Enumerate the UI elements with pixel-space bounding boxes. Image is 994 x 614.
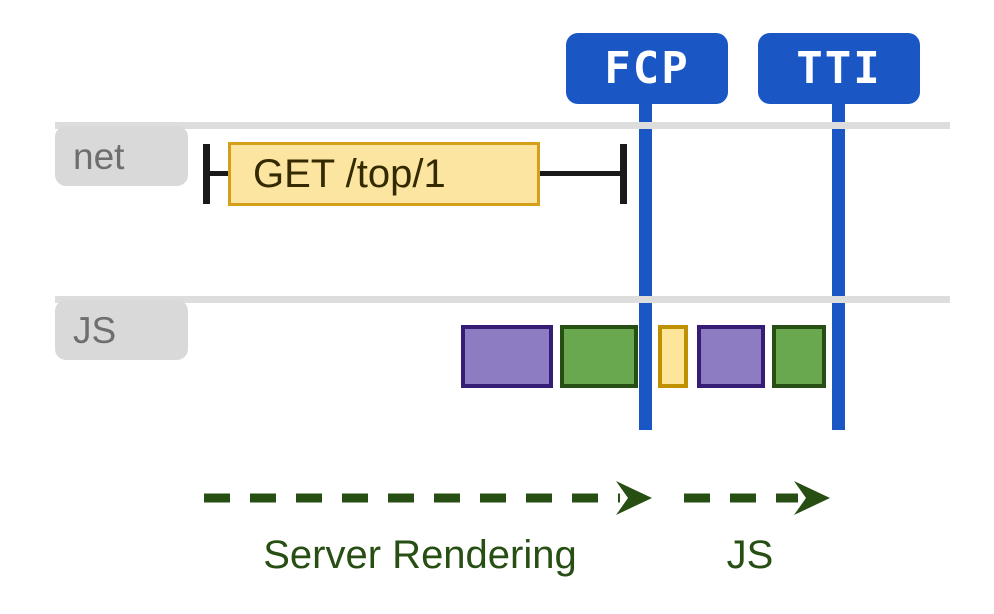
javascript-lane-rule — [55, 296, 950, 303]
phase-label-server-rendering: Server Rendering — [263, 533, 577, 577]
marker-badge-fcp[interactable]: FCP — [566, 33, 728, 104]
marker-line-tti — [832, 100, 845, 430]
js-task-block[interactable] — [697, 325, 765, 388]
network-request-label: GET /top/1 — [253, 152, 446, 196]
request-whisker-line-end — [540, 171, 626, 176]
js-task-block[interactable] — [658, 325, 688, 388]
js-task-block[interactable] — [772, 325, 826, 388]
lane-tag-net-label: net — [73, 135, 125, 177]
js-task-block[interactable] — [461, 325, 553, 388]
marker-line-fcp — [639, 100, 652, 430]
marker-badge-tti[interactable]: TTI — [758, 33, 920, 104]
request-whisker-line-start — [206, 171, 232, 176]
request-whisker-end — [620, 144, 627, 204]
phase-arrow-head-server-rendering — [616, 481, 652, 515]
lane-tag-net: net — [55, 126, 188, 186]
js-task-block[interactable] — [560, 325, 638, 388]
network-request-bar[interactable]: GET /top/1 — [228, 142, 540, 206]
network-lane-rule — [55, 122, 950, 129]
marker-label-tti: TTI — [796, 42, 882, 94]
lane-tag-js-label: JS — [73, 309, 117, 351]
phase-arrow-head-js — [794, 481, 830, 515]
lane-tag-js: JS — [55, 300, 188, 360]
phase-arrows — [204, 481, 830, 515]
marker-label-fcp: FCP — [604, 42, 690, 94]
phase-label-js: JS — [726, 533, 774, 577]
